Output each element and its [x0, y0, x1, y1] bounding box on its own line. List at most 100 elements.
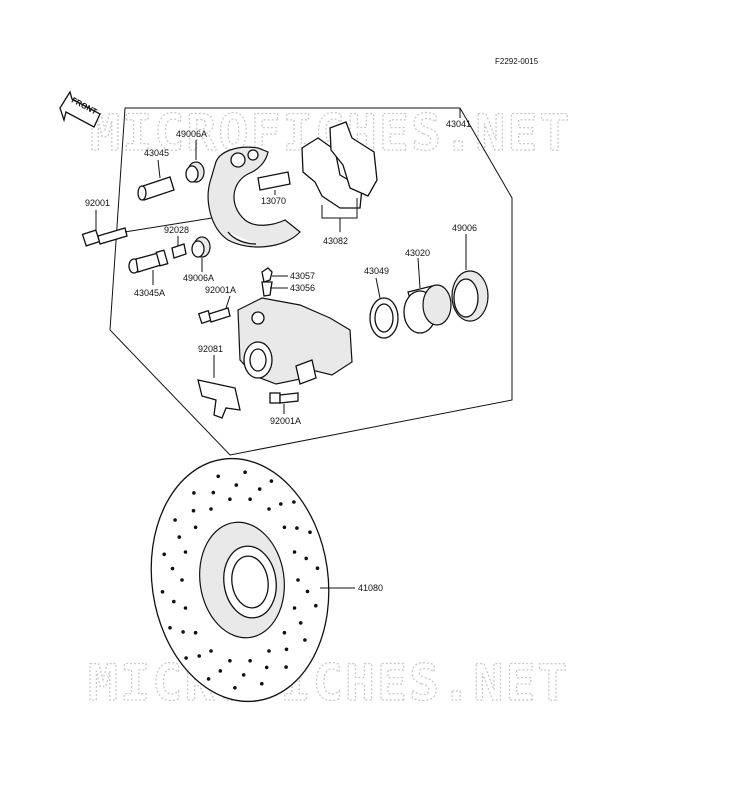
- disc-hole: [248, 659, 252, 663]
- disc-hole: [172, 599, 176, 604]
- boot-49006A-top: [185, 161, 205, 183]
- callout-13070: 13070: [261, 196, 286, 206]
- disc-hole: [211, 490, 216, 495]
- callout-43045: 43045: [144, 148, 169, 158]
- disc-hole: [206, 677, 211, 681]
- disc-hole: [193, 630, 198, 635]
- disc-hole: [298, 621, 303, 625]
- bolt-92001: [81, 227, 128, 247]
- disc-hole: [216, 474, 220, 479]
- boot-49006A-mid: [191, 236, 211, 258]
- disc-hole: [315, 566, 320, 570]
- callout-41080: 41080: [358, 583, 383, 593]
- callout-92001A-bottom: 92001A: [270, 416, 301, 426]
- watermark-bottom: MICROFICHES.NET: [88, 654, 570, 712]
- leader-43049: [375, 277, 381, 299]
- disc-hole: [267, 649, 271, 653]
- bushing-92028: [171, 243, 187, 259]
- disc-hole: [267, 507, 271, 511]
- seal-43049: [369, 297, 399, 339]
- disc-hole: [173, 518, 177, 522]
- callout-92001: 92001: [85, 198, 110, 208]
- drawing-code: F2292-0015: [495, 57, 539, 66]
- disc-hole: [304, 556, 309, 561]
- disc-hole: [305, 589, 310, 594]
- callout-43020: 43020: [405, 248, 430, 258]
- piston-43020: [403, 284, 452, 334]
- caliper-bracket: [207, 146, 301, 248]
- disc-hole: [191, 508, 196, 513]
- pad-spring-13070: [257, 171, 291, 191]
- callout-49006A-mid: 49006A: [183, 273, 214, 283]
- disc-hole: [183, 606, 188, 610]
- leader-43045: [157, 159, 161, 179]
- disc-hole: [243, 470, 247, 475]
- disc-hole: [192, 491, 196, 495]
- disc-hole: [184, 656, 188, 660]
- callout-43056: 43056: [290, 283, 315, 293]
- disc-hole: [170, 566, 175, 571]
- disc-hole: [279, 502, 283, 506]
- leader-92001A-top: [225, 295, 231, 309]
- disc-hole: [284, 665, 288, 669]
- disc-hole: [269, 479, 274, 483]
- disc-hole: [162, 552, 166, 557]
- disc-hole: [181, 630, 185, 634]
- bolt-92001A-bottom: [269, 392, 299, 404]
- pin-43045: [137, 176, 175, 201]
- front-arrow-icon: FRONT: [59, 90, 101, 128]
- callout-92028: 92028: [164, 225, 189, 235]
- disc-hole: [248, 497, 252, 502]
- bolt-92001A-top: [197, 307, 231, 325]
- disc-hole: [308, 530, 312, 534]
- callout-43057: 43057: [290, 271, 315, 281]
- caliper-assembly-outline: [109, 107, 513, 456]
- disc-hole: [209, 507, 213, 511]
- disc-hole: [296, 578, 300, 582]
- disc-hole: [183, 550, 188, 554]
- disc-hole: [260, 681, 264, 686]
- retaining-clip-92081: [197, 379, 241, 419]
- disc-hole: [180, 578, 184, 582]
- disc-hole: [257, 487, 262, 491]
- disc-hole: [292, 550, 297, 554]
- disc-hole: [264, 665, 269, 670]
- disc-hole: [295, 526, 299, 530]
- disc-hole: [193, 525, 198, 530]
- callout-43049: 43049: [364, 266, 389, 276]
- callout-49006A-top: 49006A: [176, 129, 207, 139]
- callout-43041: 43041: [446, 119, 471, 129]
- disc-hole: [234, 483, 239, 487]
- disc-hole: [160, 590, 165, 594]
- bolt-axis-line: [124, 217, 213, 233]
- disc-hole: [314, 603, 318, 608]
- dust-seal-49006: [451, 270, 489, 322]
- brake-pads: [301, 121, 378, 209]
- callout-92081: 92081: [198, 344, 223, 354]
- callout-43045A: 43045A: [134, 288, 165, 298]
- brake-disc-41080: [150, 457, 330, 703]
- caliper-body: [237, 297, 353, 385]
- disc-hole: [282, 525, 287, 530]
- disc-hole: [282, 630, 287, 635]
- callout-49006: 49006: [452, 223, 477, 233]
- disc-hole: [233, 686, 237, 690]
- disc-hole: [228, 497, 232, 502]
- leader-43020: [417, 257, 421, 289]
- disc-hole: [168, 626, 172, 630]
- disc-hole: [284, 647, 289, 652]
- callout-43082: 43082: [323, 236, 348, 246]
- disc-hole: [292, 500, 296, 504]
- disc-hole: [292, 606, 297, 610]
- disc-hole: [218, 669, 223, 673]
- disc-hole: [303, 638, 307, 642]
- bleeder-valve: [261, 267, 273, 297]
- disc-hole: [209, 649, 213, 653]
- disc-hole: [197, 654, 201, 658]
- disc-hole: [241, 673, 246, 677]
- callout-92001A-top: 92001A: [205, 285, 236, 295]
- disc-hole: [177, 535, 182, 539]
- disc-holes: [160, 470, 320, 690]
- pin-43045A: [128, 249, 169, 274]
